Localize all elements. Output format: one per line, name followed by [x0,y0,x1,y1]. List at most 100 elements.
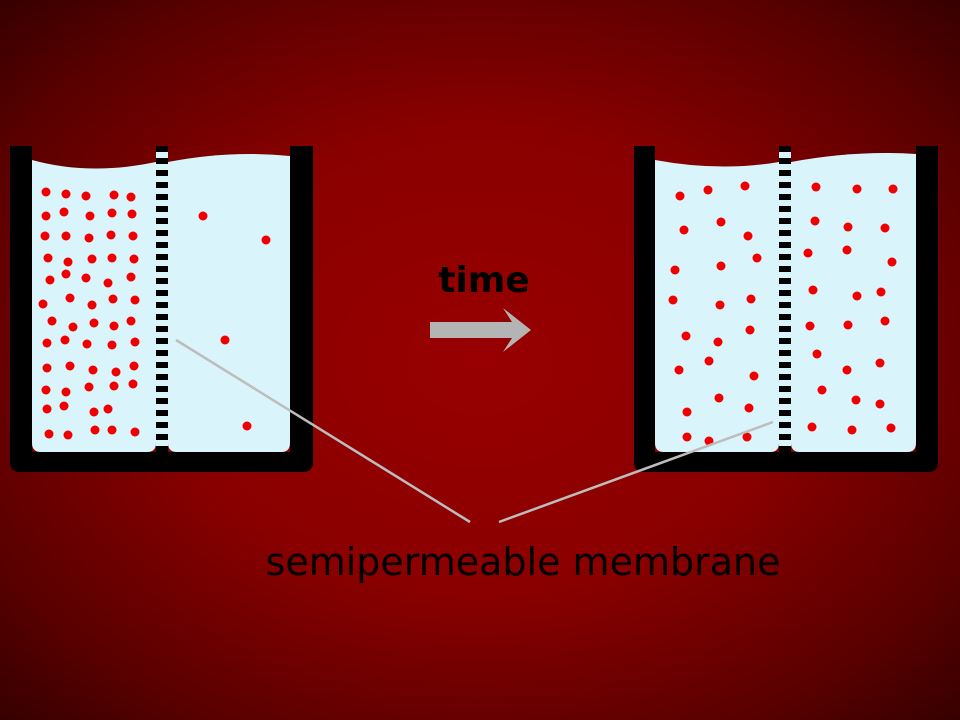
membrane-segment [156,194,168,200]
membrane-segment [156,182,168,188]
solute-particle [126,192,136,202]
solute-particle [126,316,136,326]
membrane-after [779,146,791,452]
solute-particle [668,295,678,305]
membrane-segment [779,242,791,248]
membrane-segment [779,218,791,224]
membrane-segment [156,254,168,260]
membrane-segment [779,338,791,344]
solute-particle [743,231,753,241]
solute-particle [875,399,885,409]
solute-particle [81,191,91,201]
membrane-segment [156,374,168,380]
solute-particle [888,184,898,194]
pointer-line-right [498,420,774,524]
membrane-segment [156,410,168,416]
solute-particle [89,407,99,417]
solute-particle [107,340,117,350]
solute-particle [880,223,890,233]
solute-particle [740,181,750,191]
solute-particle [807,422,817,432]
solute-particle [875,358,885,368]
membrane-segment [779,230,791,236]
solute-particle [744,403,754,413]
membrane-segment [156,362,168,368]
solute-particle [40,231,50,241]
solute-particle [89,318,99,328]
membrane-segment [156,170,168,176]
solute-particle [129,361,139,371]
membrane-segment [779,410,791,416]
solute-particle [681,331,691,341]
solute-particle [803,248,813,258]
membrane-segment [779,398,791,404]
solute-particle [42,363,52,373]
solute-particle [61,387,71,397]
membrane-segment [779,170,791,176]
solute-particle [703,185,713,195]
membrane-segment [779,254,791,260]
solute-particle [679,225,689,235]
solute-particle [126,272,136,282]
membrane-segment [779,374,791,380]
membrane-segment [779,362,791,368]
solute-particle [41,187,51,197]
solute-particle [670,265,680,275]
solute-particle [886,423,896,433]
membrane-segment [779,314,791,320]
membrane-segment [156,386,168,392]
membrane-segment [156,218,168,224]
membrane-segment [779,422,791,428]
solute-particle [242,421,252,431]
membrane-segment [779,302,791,308]
membrane-segment [156,146,168,152]
membrane-segment [779,326,791,332]
solute-particle [63,257,73,267]
particles-after [668,181,898,446]
solute-particle [749,371,759,381]
solute-particle [65,361,75,371]
solute-particle [44,429,54,439]
solute-particle [103,404,113,414]
container-after [634,146,938,472]
solute-particle [716,217,726,227]
solute-particle [59,401,69,411]
membrane-segment [156,230,168,236]
solute-particle [81,273,91,283]
solute-particle [90,425,100,435]
solute-particle [87,254,97,264]
solute-particle [107,208,117,218]
solute-particle [852,184,862,194]
solute-particle [852,291,862,301]
solute-particle [261,235,271,245]
time-arrow: time [430,260,531,352]
time-label: time [438,260,529,301]
pointer-line-left [175,338,471,524]
membrane-segment [156,242,168,248]
solute-particle [746,294,756,304]
water-after-right-chamber [791,153,916,452]
solute-particle [198,211,208,221]
solute-particle [41,385,51,395]
solute-particle [887,257,897,267]
solute-particle [47,316,57,326]
solute-particle [817,385,827,395]
solute-particle [843,320,853,330]
solute-particle [107,425,117,435]
solute-particle [127,209,137,219]
solute-particle [130,427,140,437]
solute-particle [109,190,119,200]
solute-particle [63,430,73,440]
membrane-segment [779,206,791,212]
solute-particle [82,339,92,349]
membrane-segment [779,434,791,440]
solute-particle [128,231,138,241]
solute-particle [847,425,857,435]
membrane-segment [156,446,168,452]
solute-particle [674,365,684,375]
membrane-segment [156,266,168,272]
membrane-segment [156,434,168,440]
membrane-segment [779,350,791,356]
solute-particle [811,182,821,192]
